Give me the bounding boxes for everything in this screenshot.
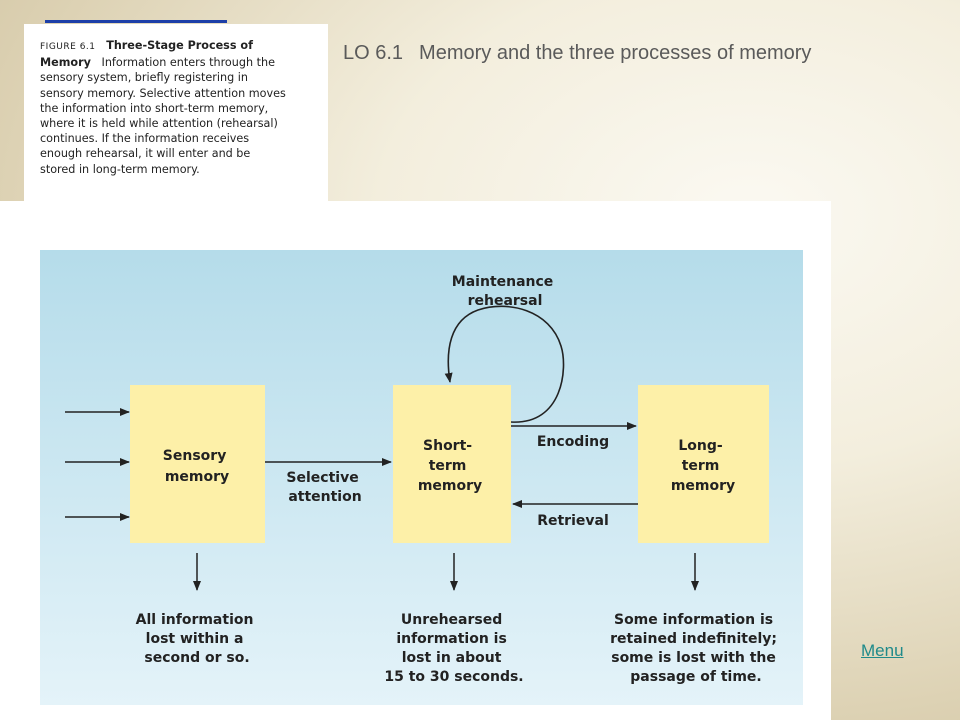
- figure-label: FIGURE 6.1: [40, 42, 96, 52]
- short-term-memory-label: Short- term memory: [418, 438, 482, 494]
- sensory-memory-box: [130, 385, 265, 543]
- figure-title-part2: Memory: [40, 56, 91, 70]
- slide-title-text: Memory and the three processes of memory: [419, 42, 812, 64]
- figure-title-part1: Three-Stage Process of: [106, 39, 253, 52]
- slide-title-lo: LO 6.1: [343, 42, 404, 64]
- long-term-memory-label: Long- term memory: [671, 438, 735, 494]
- caption-box: [24, 24, 328, 224]
- long-term-memory-box: [638, 385, 769, 543]
- slide-title: LO 6.1 Memory and the three processes of …: [343, 42, 811, 65]
- maintenance-rehearsal-loop: [444, 305, 565, 423]
- figure-caption-body: Information enters through the sensory s…: [40, 56, 286, 176]
- encoding-label: Encoding: [537, 434, 609, 450]
- retrieval-label: Retrieval: [537, 513, 609, 529]
- title-accent-bar: [45, 20, 227, 23]
- memory-diagram: Sensory memory Short- term memory Long- …: [40, 250, 803, 705]
- maintenance-rehearsal-label: Maintenance rehearsal: [452, 274, 558, 309]
- menu-link[interactable]: Menu: [861, 641, 904, 660]
- sensory-outcome-text: All information lost within a second or …: [136, 612, 259, 666]
- selective-attention-label: Selective attention: [286, 470, 363, 505]
- short-term-outcome-text: Unrehearsed information is lost in about…: [384, 612, 523, 685]
- short-term-memory-box: [393, 385, 511, 543]
- long-term-outcome-text: Some information is retained indefinitel…: [610, 612, 782, 685]
- sensory-memory-label: Sensory memory: [163, 448, 231, 485]
- figure-caption: FIGURE 6.1 Three-Stage Process of Memory…: [40, 38, 286, 177]
